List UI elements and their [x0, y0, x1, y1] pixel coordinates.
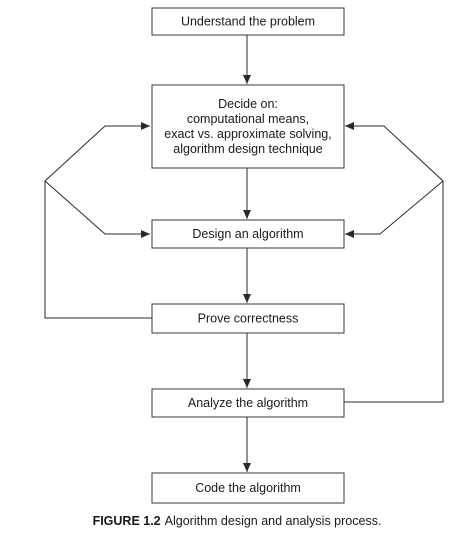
node-decide-on: Decide on:computational means,exact vs. … — [151, 84, 345, 169]
loop-analyze-to-design — [345, 180, 444, 238]
node-label-line: computational means, — [187, 112, 309, 126]
node-label: Design an algorithm — [192, 227, 303, 241]
node-label-line: Decide on: — [218, 97, 278, 111]
node-design-algorithm: Design an algorithm — [151, 219, 345, 249]
node-label-line: Understand the problem — [181, 15, 315, 29]
loop-prove-to-design — [44, 180, 150, 238]
node-prove-correctness: Prove correctness — [151, 303, 345, 334]
node-label: Decide on:computational means,exact vs. … — [164, 97, 331, 156]
loop-prove-to-decide — [44, 122, 152, 319]
node-label-line: algorithm design technique — [173, 142, 322, 156]
figure-caption-text: Algorithm design and analysis process. — [164, 514, 382, 528]
node-label: Understand the problem — [181, 15, 315, 29]
node-code-algorithm: Code the algorithm — [151, 472, 345, 504]
node-analyze-algorithm: Analyze the algorithm — [151, 388, 345, 418]
node-label-line: Design an algorithm — [192, 227, 303, 241]
edges — [44, 35, 444, 472]
node-understand-problem: Understand the problem — [151, 7, 345, 36]
node-label-line: Prove correctness — [198, 312, 299, 326]
node-label-line: exact vs. approximate solving, — [164, 127, 331, 141]
figure-label: FIGURE 1.2 — [92, 514, 161, 528]
node-label-line: Analyze the algorithm — [188, 396, 308, 410]
node-label: Prove correctness — [198, 312, 299, 326]
node-label: Code the algorithm — [195, 481, 301, 495]
node-label: Analyze the algorithm — [188, 396, 308, 410]
node-label-line: Code the algorithm — [195, 481, 301, 495]
loop-analyze-to-decide — [344, 122, 444, 403]
